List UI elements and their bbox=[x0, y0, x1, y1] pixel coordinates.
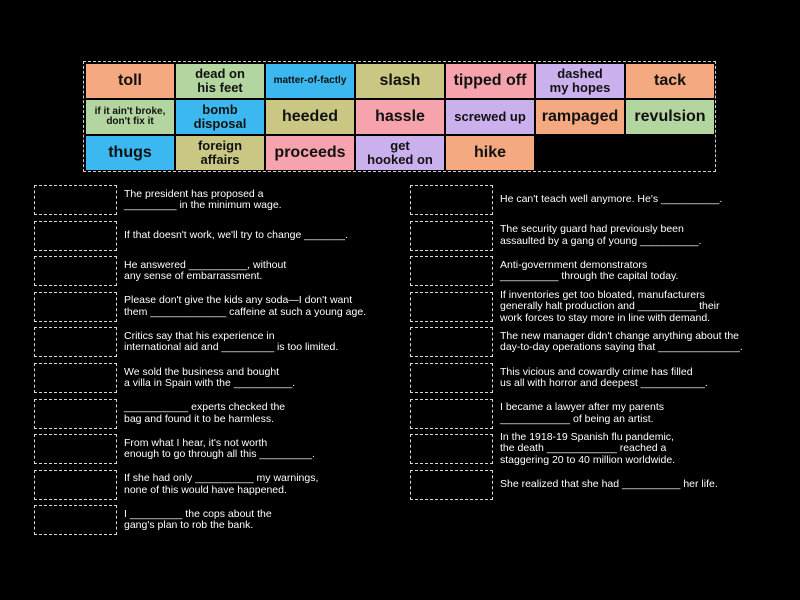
answer-slot-right[interactable] bbox=[410, 469, 493, 500]
answer-slot-left[interactable] bbox=[34, 185, 117, 215]
question-text-right: The new manager didn't change anything a… bbox=[500, 329, 743, 354]
answer-slot-right[interactable] bbox=[410, 185, 493, 215]
question-text-right: If inventories get too bloated, manufact… bbox=[500, 288, 720, 324]
answer-slot-left[interactable] bbox=[34, 256, 117, 287]
question-text-left: We sold the business and bought a villa … bbox=[124, 365, 296, 389]
answer-slot-left[interactable] bbox=[34, 291, 117, 322]
question-text-left: ___________ experts checked the bag and … bbox=[124, 401, 286, 425]
word-tile[interactable]: dashed my hopes bbox=[536, 64, 624, 98]
question-text-right: This vicious and cowardly crime has fill… bbox=[500, 365, 708, 389]
word-tile[interactable]: tack bbox=[626, 64, 714, 98]
word-tile[interactable]: hassle bbox=[356, 100, 444, 134]
word-tile[interactable]: matter-of-factly bbox=[266, 64, 354, 98]
answer-slot-left[interactable] bbox=[34, 327, 117, 358]
question-text-right: I became a lawyer after my parents _____… bbox=[500, 401, 664, 425]
answer-slot-right[interactable] bbox=[410, 434, 493, 465]
answer-slot-left[interactable] bbox=[34, 398, 117, 429]
answer-slot-left[interactable] bbox=[34, 220, 117, 251]
word-tile[interactable]: toll bbox=[86, 64, 174, 98]
question-text-left: From what I hear, it's not worth enough … bbox=[124, 436, 315, 461]
answer-slot-right[interactable] bbox=[410, 327, 493, 358]
word-tile[interactable]: foreign affairs bbox=[176, 136, 264, 170]
question-text-left: He answered __________, without any sens… bbox=[124, 258, 287, 283]
word-tile[interactable]: rampaged bbox=[536, 100, 624, 134]
question-text-left: Please don't give the kids any soda—I do… bbox=[124, 294, 367, 318]
answer-slot-right[interactable] bbox=[410, 220, 493, 251]
answer-slot-left[interactable] bbox=[34, 469, 117, 500]
word-tile[interactable]: hike bbox=[446, 136, 534, 170]
word-tile[interactable]: dead on his feet bbox=[176, 64, 264, 98]
word-tile[interactable]: bomb disposal bbox=[176, 100, 264, 134]
answer-slot-right[interactable] bbox=[410, 256, 493, 287]
word-tile[interactable]: revulsion bbox=[626, 100, 714, 134]
word-tile[interactable]: thugs bbox=[86, 136, 174, 170]
question-text-left: I _________ the cops about the gang's pl… bbox=[124, 507, 272, 532]
word-tile[interactable]: tipped off bbox=[446, 64, 534, 98]
question-text-right: She realized that she had __________ her… bbox=[500, 478, 718, 491]
question-text-right: The security guard had previously been a… bbox=[500, 223, 702, 247]
answer-slot-left[interactable] bbox=[34, 363, 117, 393]
question-text-right: He can't teach well anymore. He's ______… bbox=[500, 193, 723, 206]
question-text-left: The president has proposed a _________ i… bbox=[124, 187, 282, 211]
answer-slot-left[interactable] bbox=[34, 434, 117, 465]
word-tile[interactable]: slash bbox=[356, 64, 444, 98]
word-tile[interactable]: screwed up bbox=[446, 100, 534, 134]
answer-slot-left[interactable] bbox=[34, 505, 117, 536]
word-tile[interactable]: heeded bbox=[266, 100, 354, 134]
word-tile[interactable]: if it ain't broke, don't fix it bbox=[86, 100, 174, 134]
answer-slot-right[interactable] bbox=[410, 398, 493, 429]
question-text-right: In the 1918-19 Spanish flu pandemic, the… bbox=[500, 430, 676, 466]
question-text-left: Critics say that his experience in inter… bbox=[124, 329, 339, 354]
answer-slot-right[interactable] bbox=[410, 291, 493, 322]
word-tile[interactable]: proceeds bbox=[266, 136, 354, 170]
question-text-right: Anti-government demonstrators __________… bbox=[500, 258, 679, 283]
question-text-left: If she had only __________ my warnings, … bbox=[124, 472, 319, 496]
answer-slot-right[interactable] bbox=[410, 363, 493, 393]
question-text-left: If that doesn't work, we'll try to chang… bbox=[124, 228, 349, 241]
word-tile[interactable]: get hooked on bbox=[356, 136, 444, 170]
